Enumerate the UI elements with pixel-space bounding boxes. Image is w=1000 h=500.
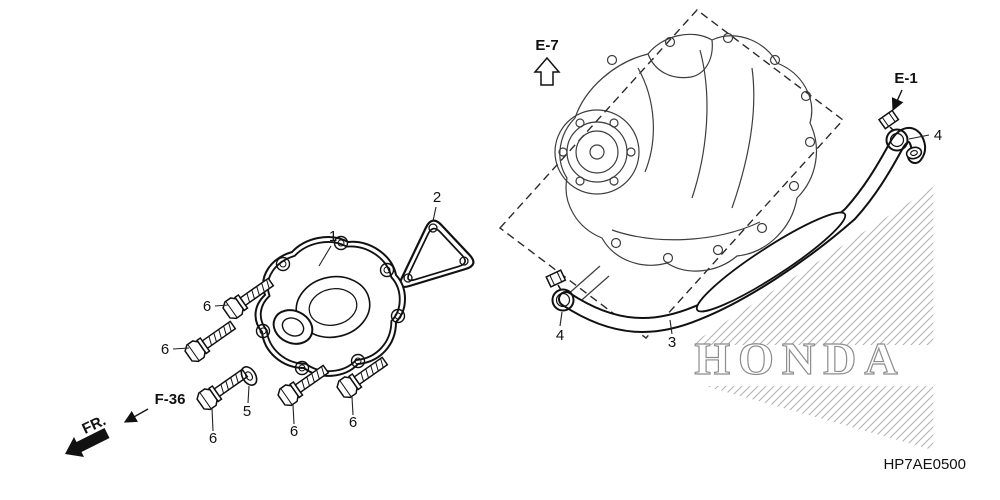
page-ref-f36[interactable]: F-36 <box>123 391 186 423</box>
part-callouts: 1 2 3 4 4 5 6 6 6 6 6 <box>161 127 942 447</box>
gasket <box>399 219 475 289</box>
callout-part-5[interactable]: 5 <box>243 403 251 420</box>
washer <box>240 366 258 386</box>
callout-part-6-d[interactable]: 6 <box>290 423 298 440</box>
ref-f36-label[interactable]: F-36 <box>155 391 186 408</box>
front-direction-marker: FR. <box>65 412 110 457</box>
drawing-code: HP7AE0500 <box>883 456 966 473</box>
callout-part-6-b[interactable]: 6 <box>161 341 169 358</box>
hose-resonator-bulge <box>695 211 847 313</box>
f36-arrow-icon <box>123 408 149 423</box>
hose-clamp-bottom <box>545 269 575 312</box>
front-arrow-icon <box>65 428 110 457</box>
dashed-boundary <box>498 9 845 339</box>
callout-part-1[interactable]: 1 <box>329 228 337 245</box>
hose-end-opening <box>905 146 923 160</box>
watermark-wing-lower <box>705 386 933 450</box>
callout-part-3[interactable]: 3 <box>668 334 676 351</box>
cover-outlet-spout <box>272 309 314 345</box>
ref-e1-label[interactable]: E-1 <box>894 70 917 87</box>
water-hose <box>558 126 927 333</box>
ref-e7-label[interactable]: E-7 <box>535 37 558 54</box>
callout-part-4-bottom[interactable]: 4 <box>556 327 564 344</box>
callout-part-2[interactable]: 2 <box>433 189 441 206</box>
callout-part-4-top[interactable]: 4 <box>934 127 942 144</box>
watermark-text: HONDA <box>694 333 905 384</box>
callout-part-6-e[interactable]: 6 <box>349 414 357 431</box>
leader-lines <box>172 134 930 432</box>
up-arrow-icon <box>533 56 561 86</box>
page-ref-e7[interactable]: E-7 <box>533 37 561 86</box>
water-pump-cover <box>254 235 406 377</box>
watermark-wing-upper <box>690 187 933 345</box>
page-ref-e1[interactable]: E-1 <box>891 70 918 112</box>
callout-part-6-c[interactable]: 6 <box>209 430 217 447</box>
callout-part-6-a[interactable]: 6 <box>203 298 211 315</box>
honda-watermark: HONDA <box>690 187 933 450</box>
bolt <box>182 316 240 365</box>
e1-arrow-icon <box>891 89 904 112</box>
hose-clamp-top <box>877 109 909 152</box>
